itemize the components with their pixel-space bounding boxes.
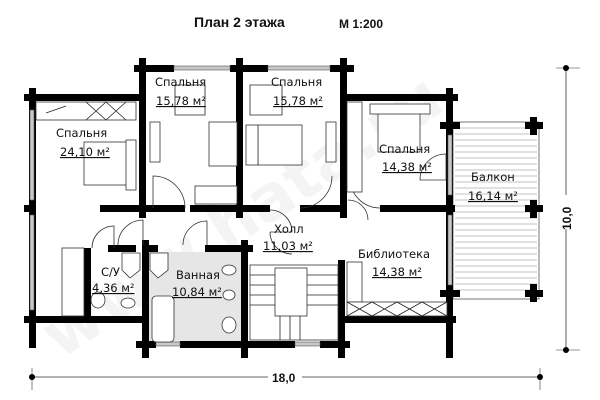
svg-text:Ванная: Ванная (176, 268, 220, 282)
room-label-wc: С/У 4,36 м² (92, 265, 135, 295)
svg-text:14,38 м²: 14,38 м² (382, 160, 432, 174)
svg-text:Холл: Холл (274, 222, 304, 236)
dimension-height: 10,0 (556, 65, 580, 353)
room-label-bedroom-4: Спальня 14,38 м² (379, 142, 432, 174)
svg-text:15,78 м²: 15,78 м² (156, 94, 206, 108)
room-label-bedroom-3: Спальня 15,78 м² (271, 75, 323, 108)
room-label-bedroom-2: Спальня 15,78 м² (155, 75, 206, 108)
room-label-balcony: Балкон 16,14 м² (468, 170, 518, 203)
room-label-hall: Холл 11,03 м² (263, 222, 313, 253)
svg-text:Балкон: Балкон (471, 170, 515, 184)
svg-text:16,14 м²: 16,14 м² (468, 189, 518, 203)
svg-text:С/У: С/У (101, 265, 120, 279)
svg-text:24,10 м²: 24,10 м² (60, 145, 110, 159)
plan-title: План 2 этажа (194, 14, 285, 30)
svg-text:Спальня: Спальня (56, 126, 107, 140)
room-label-bedroom-1: Спальня 24,10 м² (56, 126, 110, 159)
dimension-width: 18,0 (29, 368, 543, 390)
svg-text:15,78 м²: 15,78 м² (273, 94, 323, 108)
svg-text:10,84 м²: 10,84 м² (172, 285, 222, 299)
room-label-bathroom: Ванная 10,84 м² (172, 268, 222, 299)
svg-text:Библиотека: Библиотека (358, 247, 430, 261)
svg-text:Спальня: Спальня (155, 75, 206, 89)
room-label-library: Библиотека 14,38 м² (358, 247, 430, 279)
svg-text:4,36 м²: 4,36 м² (92, 281, 135, 295)
svg-text:18,0: 18,0 (272, 371, 296, 385)
plan-scale: М 1:200 (339, 17, 384, 31)
windows (29, 65, 453, 347)
svg-text:Спальня: Спальня (271, 75, 322, 89)
svg-text:11,03 м²: 11,03 м² (263, 239, 313, 253)
svg-text:Спальня: Спальня (379, 142, 430, 156)
furniture (35, 84, 448, 343)
svg-text:10,0: 10,0 (560, 206, 574, 230)
doors (91, 153, 447, 255)
svg-text:14,38 м²: 14,38 м² (372, 265, 422, 279)
